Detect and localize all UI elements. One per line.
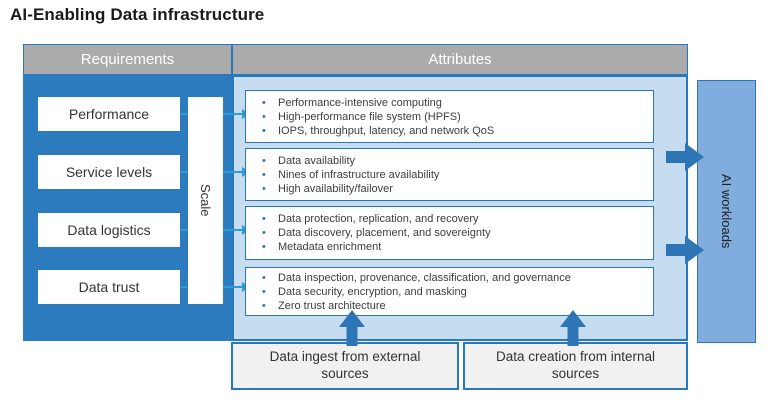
requirement-box-service-levels: Service levels [38, 155, 180, 189]
ai-workloads-label: AI workloads [719, 174, 734, 249]
attribute-bullet-list: Data inspection, provenance, classificat… [246, 271, 571, 313]
up-arrow-icon [339, 310, 365, 346]
source-label: Data creation from internal sources [495, 349, 656, 381]
up-arrow-icon [560, 310, 586, 346]
ai-workloads-box: AI workloads [697, 80, 756, 343]
attribute-bullet: Zero trust architecture [256, 299, 571, 313]
attribute-bullet: High-performance file system (HPFS) [256, 110, 494, 124]
requirement-box-performance: Performance [38, 97, 180, 131]
right-arrow-icon [666, 236, 704, 264]
attribute-box-data-trust: Data inspection, provenance, classificat… [245, 267, 654, 316]
attribute-bullet: Data security, encryption, and masking [256, 285, 571, 299]
source-box-internal: Data creation from internal sources [463, 342, 688, 390]
attribute-bullet: Data protection, replication, and recove… [256, 212, 491, 226]
attributes-header-label: Attributes [428, 51, 492, 68]
right-arrow-icon [666, 143, 704, 171]
requirement-label: Data logistics [67, 222, 151, 238]
attribute-bullet: Metadata enrichment [256, 240, 491, 254]
attributes-header: Attributes [232, 44, 688, 75]
requirements-header-label: Requirements [80, 51, 175, 68]
source-box-external: Data ingest from external sources [231, 342, 459, 390]
attribute-bullet: Data availability [256, 154, 439, 168]
attribute-bullet-list: Data availability Nines of infrastructur… [246, 154, 439, 196]
attribute-bullet-list: Data protection, replication, and recove… [246, 212, 491, 254]
attribute-bullet: Performance-intensive computing [256, 96, 494, 110]
attribute-box-performance: Performance-intensive computing High-per… [245, 90, 654, 143]
requirement-label: Service levels [65, 164, 153, 180]
requirements-header: Requirements [23, 44, 232, 75]
source-label: Data ingest from external sources [269, 349, 421, 381]
attribute-bullet-list: Performance-intensive computing High-per… [246, 96, 494, 138]
attribute-bullet: IOPS, throughput, latency, and network Q… [256, 124, 494, 138]
scale-bar: Scale [188, 97, 223, 304]
requirement-label: Data trust [78, 279, 140, 295]
scale-label: Scale [198, 184, 213, 217]
requirement-box-data-logistics: Data logistics [38, 213, 180, 247]
page-title: AI-Enabling Data infrastructure [10, 5, 265, 24]
attribute-bullet: High availability/failover [256, 182, 439, 196]
attribute-bullet: Nines of infrastructure availability [256, 168, 439, 182]
attribute-bullet: Data inspection, provenance, classificat… [256, 271, 571, 285]
attribute-box-data-logistics: Data protection, replication, and recove… [245, 206, 654, 260]
attribute-bullet: Data discovery, placement, and sovereign… [256, 226, 491, 240]
attribute-box-service-levels: Data availability Nines of infrastructur… [245, 148, 654, 201]
requirement-box-data-trust: Data trust [38, 270, 180, 304]
requirement-label: Performance [68, 106, 150, 122]
